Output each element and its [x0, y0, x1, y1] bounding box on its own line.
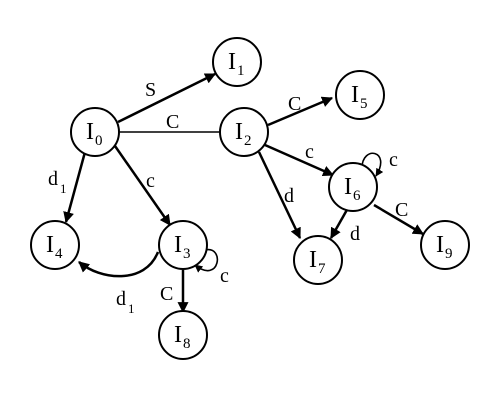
- svg-text:4: 4: [55, 246, 63, 262]
- svg-text:I: I: [235, 119, 243, 145]
- node-I2: I 2: [219, 107, 269, 157]
- svg-text:C: C: [166, 111, 179, 133]
- edge-I0-I1: S: [117, 72, 216, 124]
- svg-text:I: I: [436, 232, 444, 258]
- svg-text:c: c: [389, 149, 398, 171]
- node-I1: I 1: [212, 37, 262, 87]
- edge-I6-I9: C: [373, 199, 424, 236]
- svg-text:1: 1: [60, 181, 67, 196]
- edge-I6-I7: d: [329, 207, 360, 245]
- svg-text:I: I: [86, 119, 94, 145]
- svg-text:I: I: [174, 322, 182, 348]
- svg-text:0: 0: [95, 133, 103, 149]
- svg-text:I: I: [228, 49, 236, 75]
- edge-I0-I3: c: [113, 145, 172, 226]
- svg-text:C: C: [160, 283, 173, 305]
- node-I8: I 8: [158, 310, 208, 360]
- svg-text:9: 9: [445, 246, 453, 262]
- edge-I2-I7: d: [257, 151, 302, 239]
- node-I6: I 6: [328, 162, 378, 212]
- node-I3: I 3: [158, 220, 208, 270]
- svg-text:c: c: [220, 265, 229, 287]
- svg-text:C: C: [288, 93, 301, 115]
- svg-text:C: C: [395, 199, 408, 221]
- svg-text:I: I: [344, 174, 352, 200]
- svg-text:1: 1: [128, 301, 135, 316]
- node-I4: I 4: [30, 220, 80, 270]
- edge-I0-I2: C: [120, 111, 220, 133]
- svg-text:d: d: [48, 168, 58, 190]
- svg-text:3: 3: [183, 246, 191, 262]
- node-I0: I 0: [70, 107, 120, 157]
- svg-text:2: 2: [244, 133, 252, 149]
- svg-text:I: I: [351, 82, 359, 108]
- svg-text:I: I: [46, 232, 54, 258]
- edge-I3-I8: C: [160, 270, 189, 314]
- edge-I3-I4: d 1: [78, 251, 160, 316]
- svg-text:I: I: [174, 232, 182, 258]
- svg-text:S: S: [145, 79, 156, 101]
- svg-text:8: 8: [183, 336, 191, 352]
- svg-text:7: 7: [318, 261, 326, 277]
- edge-I2-I6: c: [264, 141, 335, 177]
- node-I7: I 7: [293, 235, 343, 285]
- edge-I3-self-loop: c: [194, 248, 229, 287]
- svg-text:5: 5: [360, 96, 368, 112]
- svg-text:c: c: [146, 170, 155, 192]
- svg-text:6: 6: [353, 188, 361, 204]
- node-I5: I 5: [335, 70, 385, 120]
- svg-text:d: d: [116, 288, 126, 310]
- edge-I2-I5: C: [267, 93, 334, 127]
- svg-text:c: c: [305, 141, 314, 163]
- svg-text:d: d: [350, 223, 360, 245]
- edge-I0-I4: d 1: [48, 151, 87, 224]
- svg-text:1: 1: [237, 63, 245, 79]
- edge-I6-self-loop: c: [361, 149, 398, 177]
- svg-text:d: d: [284, 185, 294, 207]
- svg-text:I: I: [309, 247, 317, 273]
- node-I9: I 9: [420, 220, 470, 270]
